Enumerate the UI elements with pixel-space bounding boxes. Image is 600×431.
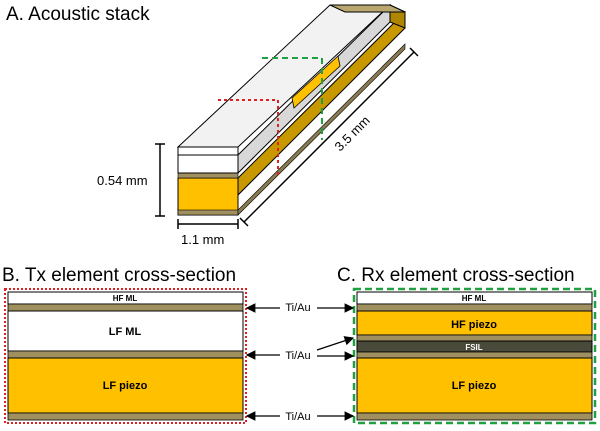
tx-hf-ml-label: HF ML xyxy=(113,294,138,303)
tx-lf-ml-label: LF ML xyxy=(109,326,142,338)
tx-electrode-mid xyxy=(7,350,244,359)
tx-lf-piezo-layer xyxy=(7,357,244,414)
tiau-label-top: Ti/Au xyxy=(285,302,310,314)
tiau-mid-arrow-up xyxy=(316,336,355,351)
rx-lf-piezo-label: LF piezo xyxy=(452,380,497,392)
tx-electrode-bottom xyxy=(7,412,244,421)
acoustic-stack-3d xyxy=(176,3,406,216)
rx-cross-section: HF ML HF piezo FSIL LF piezo xyxy=(352,287,597,425)
stack-hf-ml-front xyxy=(177,146,239,156)
width-dimension-label: 1.1 mm xyxy=(181,232,224,247)
length-dimension-line xyxy=(243,51,415,223)
stack-piezo-front xyxy=(177,177,239,216)
tx-electrode-top xyxy=(7,303,244,312)
tx-cross-section: HF ML LF ML LF piezo xyxy=(4,288,247,424)
electrode-annotations: Ti/Au Ti/Au Ti/Au xyxy=(245,302,355,423)
panel-c-title: C. Rx element cross-section xyxy=(337,265,575,286)
stack-lf-ml-front xyxy=(177,154,239,174)
rx-section-marker xyxy=(262,57,323,140)
rx-lf-piezo-layer xyxy=(356,357,593,414)
rx-electrode-top xyxy=(356,303,593,312)
length-dimension-label: 3.5 mm xyxy=(332,113,373,154)
rx-electrode-upper-mid xyxy=(356,334,593,342)
stack-electrode-mid xyxy=(177,172,239,179)
panel-b-title: B. Tx element cross-section xyxy=(2,265,236,286)
rx-hf-piezo-layer xyxy=(356,310,593,336)
rx-electrode-lower-mid xyxy=(356,351,593,359)
height-dimension-label: 0.54 mm xyxy=(97,173,148,188)
stack-end-top xyxy=(329,4,406,13)
length-dimension-tick-start xyxy=(239,217,249,227)
tx-lf-ml-layer xyxy=(7,310,244,352)
panel-a-title: A. Acoustic stack xyxy=(6,4,150,25)
tx-lf-piezo-label: LF piezo xyxy=(103,380,148,392)
tiau-label-mid: Ti/Au xyxy=(285,350,310,362)
stack-electrode-bottom xyxy=(177,209,239,216)
rx-fsil-label: FSIL xyxy=(465,343,482,352)
rx-hf-piezo-label: HF piezo xyxy=(451,319,497,331)
tiau-label-bottom: Ti/Au xyxy=(285,411,310,423)
tx-section-marker xyxy=(218,99,279,178)
rx-electrode-bottom xyxy=(356,412,593,421)
length-dimension-tick-end xyxy=(409,47,419,57)
rx-hf-ml-label: HF ML xyxy=(462,294,487,303)
